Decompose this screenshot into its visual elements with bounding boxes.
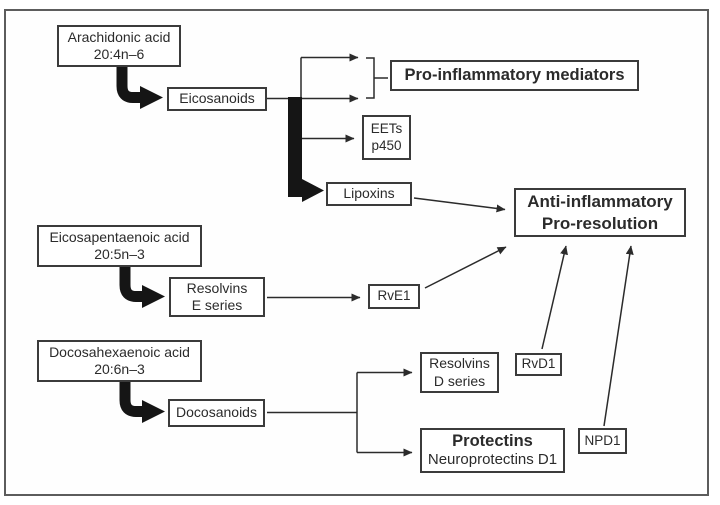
node-label: RvE1 — [377, 288, 411, 304]
node-label: Resolvins — [429, 355, 490, 372]
node-protectins: Protectins Neuroprotectins D1 — [420, 428, 565, 473]
node-label: EETs — [370, 121, 403, 137]
node-eets-p450: EETs p450 — [362, 115, 411, 160]
node-sublabel: 20:5n–3 — [94, 246, 145, 262]
node-rvd1: RvD1 — [515, 353, 562, 376]
node-label: Lipoxins — [343, 185, 395, 202]
arrow-npd1-to-anti — [603, 245, 634, 427]
node-sublabel: 20:4n–6 — [93, 46, 145, 62]
thick-arrow-epa-to-resolvins-e — [119, 267, 165, 308]
node-sublabel: 20:6n–3 — [94, 361, 145, 377]
node-label: Docosanoids — [176, 404, 257, 421]
node-sublabel: Neuroprotectins D1 — [427, 451, 558, 469]
node-lipoxins: Lipoxins — [326, 182, 412, 206]
node-docosanoids: Docosanoids — [168, 399, 265, 427]
arrow-rvd1-to-anti — [541, 245, 568, 350]
node-resolvins-e-series: Resolvins E series — [169, 277, 265, 317]
node-sublabel: D series — [433, 372, 486, 389]
node-label: Eicosanoids — [179, 90, 255, 107]
node-resolvins-d-series: Resolvins D series — [420, 352, 499, 393]
bracket-pro-inflammatory — [366, 57, 375, 99]
node-label: Anti-inflammatory — [527, 192, 673, 212]
node-sublabel: p450 — [371, 137, 402, 153]
node-label: RvD1 — [521, 356, 556, 372]
arrow-lipoxins-to-anti — [413, 197, 506, 213]
arrow-rve1-to-anti — [424, 246, 507, 289]
node-anti-inflammatory-pro-resolution: Anti-inflammatory Pro-resolution — [514, 188, 686, 237]
node-label: Arachidonic acid — [67, 28, 171, 45]
node-sublabel: E series — [191, 297, 243, 313]
node-label: Docosahexaenoic acid — [49, 343, 190, 360]
node-label: Eicosapentaenoic acid — [49, 228, 190, 245]
thick-arrow-arachidonic-to-eicosanoids — [116, 67, 163, 109]
node-label: Resolvins — [186, 279, 248, 296]
node-docosahexaenoic-acid: Docosahexaenoic acid 20:6n–3 — [37, 340, 202, 382]
thin-arrows — [267, 197, 634, 457]
node-arachidonic-acid: Arachidonic acid 20:4n–6 — [57, 25, 181, 67]
node-sublabel: Pro-resolution — [541, 213, 659, 233]
node-eicosanoids: Eicosanoids — [167, 87, 267, 111]
node-pro-inflammatory-mediators: Pro-inflammatory mediators — [390, 60, 639, 91]
node-label: Protectins — [452, 432, 533, 451]
node-label: Pro-inflammatory mediators — [404, 66, 625, 85]
node-rve1: RvE1 — [368, 284, 420, 309]
thick-arrow-eicosanoids-to-lipoxins — [288, 97, 324, 202]
node-npd1: NPD1 — [578, 428, 627, 454]
thick-arrow-dha-to-docosanoids — [119, 382, 165, 423]
node-label: NPD1 — [584, 432, 621, 448]
node-eicosapentaenoic-acid: Eicosapentaenoic acid 20:5n–3 — [37, 225, 202, 267]
